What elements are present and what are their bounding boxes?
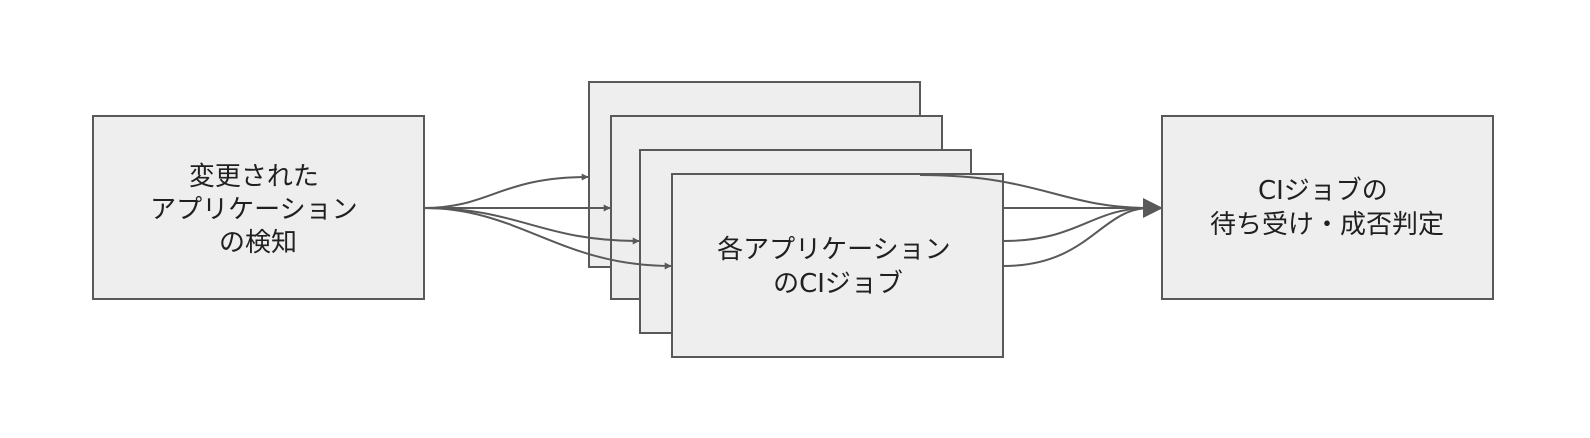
ci-job-box-front xyxy=(671,173,1004,358)
edge-job-1-to-wait xyxy=(919,174,1151,209)
wait-and-judge-box xyxy=(1161,115,1494,300)
edge-detect-to-job-1 xyxy=(423,173,589,209)
edge-detect-to-job-4 xyxy=(423,207,672,270)
detect-changed-apps-label: 変更された アプリケーション の検知 xyxy=(150,162,366,258)
detect-changed-apps-box xyxy=(92,115,425,300)
edge-job-4-to-wait xyxy=(1002,207,1151,267)
wait-and-judge-label: CIジョブの 待ち受け・成否判定 xyxy=(1210,176,1444,240)
ci-job-label: 各アプリケーション のCIジョブ xyxy=(717,235,959,299)
edge-job-3-to-wait xyxy=(1002,207,1151,242)
